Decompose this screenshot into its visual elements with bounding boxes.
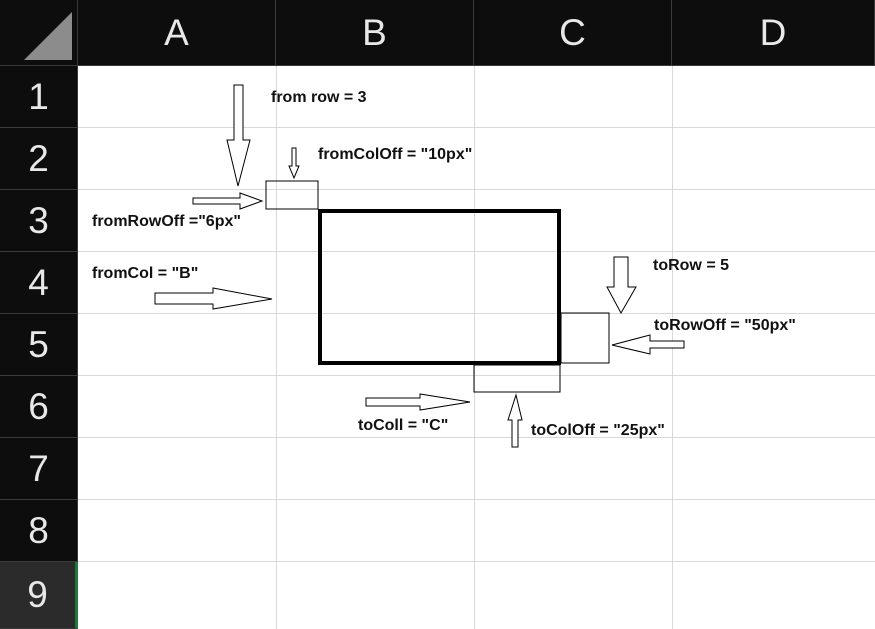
to-row-off-label: toRowOff = "50px" <box>654 317 796 334</box>
row-header-4[interactable]: 4 <box>0 252 78 314</box>
column-header-a[interactable]: A <box>78 0 276 66</box>
from-row-arrow-icon <box>226 84 251 187</box>
from-row-off-arrow-icon <box>192 192 264 210</box>
grid-row-divider <box>78 375 875 376</box>
from-row-off-label: fromRowOff ="6px" <box>92 213 241 230</box>
to-row-off-arrow-icon <box>611 334 685 355</box>
to-col-off-label: toColOff = "25px" <box>531 422 665 439</box>
to-col-off-arrow-icon <box>507 393 523 448</box>
grid-row-divider <box>78 561 875 562</box>
grid-column-divider <box>276 66 277 629</box>
grid-row-divider <box>78 437 875 438</box>
cell-grid[interactable] <box>78 66 875 629</box>
select-all-corner[interactable] <box>0 0 78 66</box>
row-header-9[interactable]: 9 <box>0 562 78 629</box>
to-col-label: toColl = "C" <box>358 417 449 434</box>
row-header-1[interactable]: 1 <box>0 66 78 128</box>
row-header-3[interactable]: 3 <box>0 190 78 252</box>
to-col-offset-box <box>473 364 561 393</box>
grid-row-divider <box>78 251 875 252</box>
row-header-7[interactable]: 7 <box>0 438 78 500</box>
column-header-b[interactable]: B <box>276 0 474 66</box>
anchored-shape-rect <box>318 209 561 365</box>
to-row-label: toRow = 5 <box>653 257 730 274</box>
column-header-d[interactable]: D <box>672 0 875 66</box>
from-offset-box <box>265 180 319 210</box>
from-col-off-arrow-icon <box>288 147 300 180</box>
from-row-label: from row = 3 <box>271 89 367 106</box>
from-col-off-label: fromColOff = "10px" <box>318 146 473 163</box>
to-row-offset-box <box>560 312 610 364</box>
row-header-5[interactable]: 5 <box>0 314 78 376</box>
grid-row-divider <box>78 313 875 314</box>
column-header-c[interactable]: C <box>474 0 672 66</box>
row-header-2[interactable]: 2 <box>0 128 78 190</box>
grid-row-divider <box>78 189 875 190</box>
from-col-arrow-icon <box>154 287 273 310</box>
grid-row-divider <box>78 499 875 500</box>
select-all-triangle-icon <box>24 12 72 60</box>
row-header-6[interactable]: 6 <box>0 376 78 438</box>
grid-row-divider <box>78 127 875 128</box>
to-col-arrow-icon <box>365 393 471 411</box>
grid-column-divider <box>474 66 475 629</box>
from-col-label: fromCol = "B" <box>92 265 199 282</box>
to-row-arrow-icon <box>606 256 637 315</box>
row-header-8[interactable]: 8 <box>0 500 78 562</box>
